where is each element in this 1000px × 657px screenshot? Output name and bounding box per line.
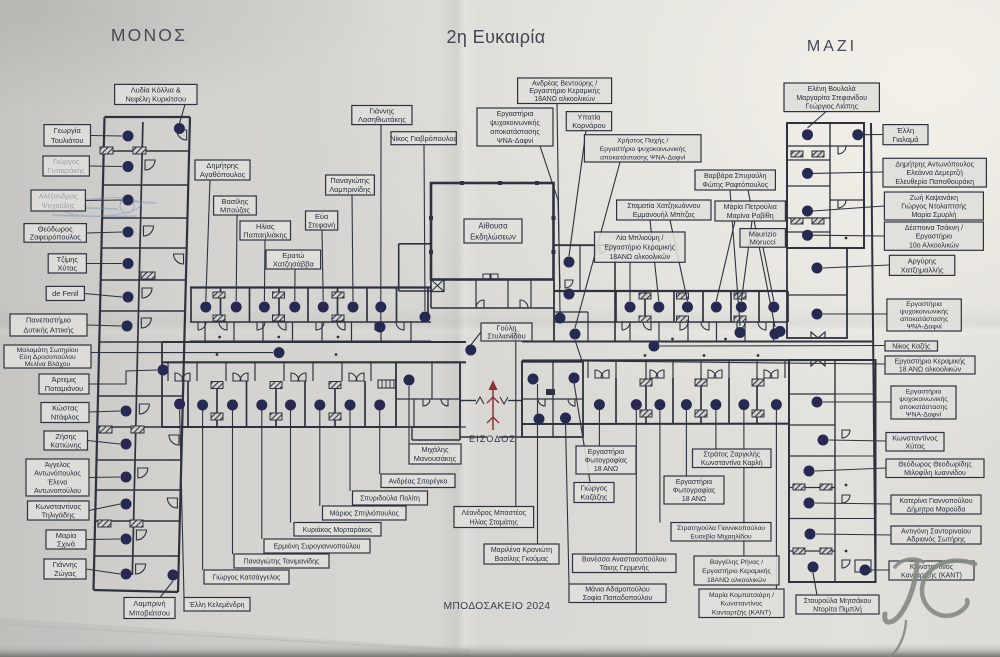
svg-text:2η Ευκαιρία: 2η Ευκαιρία — [446, 27, 545, 47]
svg-text:Μαρία Κομπατσιάρη /Κωνσταντίνο: Μαρία Κομπατσιάρη /ΚωνσταντίνοςΚανταρτζή… — [709, 591, 774, 617]
svg-text:MAZI: MAZI — [807, 38, 857, 55]
svg-text:Έλλη Κελεμένδρη: Έλλη Κελεμένδρη — [188, 601, 244, 609]
svg-text:Παναγιώτης Τανιμανίδης: Παναγιώτης Τανιμανίδης — [244, 558, 320, 566]
svg-text:Χρήστος Παχής /Εργαστήριο ψυχο: Χρήστος Παχής /Εργαστήριο ψυχοκοινωνικής… — [600, 137, 687, 161]
svg-text:Λία Μπλιούμη /Εργαστήριο Κεραμ: Λία Μπλιούμη /Εργαστήριο Κεραμικής18ΑΝΩ … — [604, 234, 675, 261]
svg-text:Ανδρέας Σιτορέγκο: Ανδρέας Σιτορέγκο — [389, 477, 448, 485]
svg-text:Κυριάκος Μορταράκος: Κυριάκος Μορταράκος — [303, 526, 373, 534]
svg-text:Ανδρέας Βεντούρης /Εργαστήριο: Ανδρέας Βεντούρης /Εργαστήριο Κεραμικής1… — [529, 79, 600, 103]
svg-text:de Fenil: de Fenil — [52, 289, 79, 298]
svg-text:ΕΙΣΟΔΟΣ: ΕΙΣΟΔΟΣ — [469, 434, 516, 444]
svg-text:Σπυριδούλα Πολίτη: Σπυριδούλα Πολίτη — [360, 495, 420, 503]
svg-text:Νίκος Γιαβρόπουλος: Νίκος Γιαβρόπουλος — [390, 134, 457, 143]
svg-text:Νίκος Καζής: Νίκος Καζής — [892, 343, 931, 351]
svg-text:Ερμιόνη Συρογιαννοπούλου: Ερμιόνη Συρογιαννοπούλου — [274, 543, 361, 551]
svg-text:ΜΠΟΔΟΣΑΚΕΙΟ 2024: ΜΠΟΔΟΣΑΚΕΙΟ 2024 — [444, 601, 551, 612]
svg-text:ΜΟΝΟΣ: ΜΟΝΟΣ — [111, 25, 187, 45]
svg-text:Γιώργος Κατσάγγελος: Γιώργος Κατσάγγελος — [213, 574, 281, 582]
svg-text:Βαγγέλης Ρήνας /Εργαστήριο Κερ: Βαγγέλης Ρήνας /Εργαστήριο Κεραμικής18ΑΝ… — [702, 558, 771, 584]
svg-text:Μάριος Σπηλιόπουλος: Μάριος Σπηλιόπουλος — [330, 510, 400, 518]
svg-text:Λυδία Κόλλια &Νεφέλη Κυρκίτσου: Λυδία Κόλλια &Νεφέλη Κυρκίτσου — [125, 86, 186, 104]
